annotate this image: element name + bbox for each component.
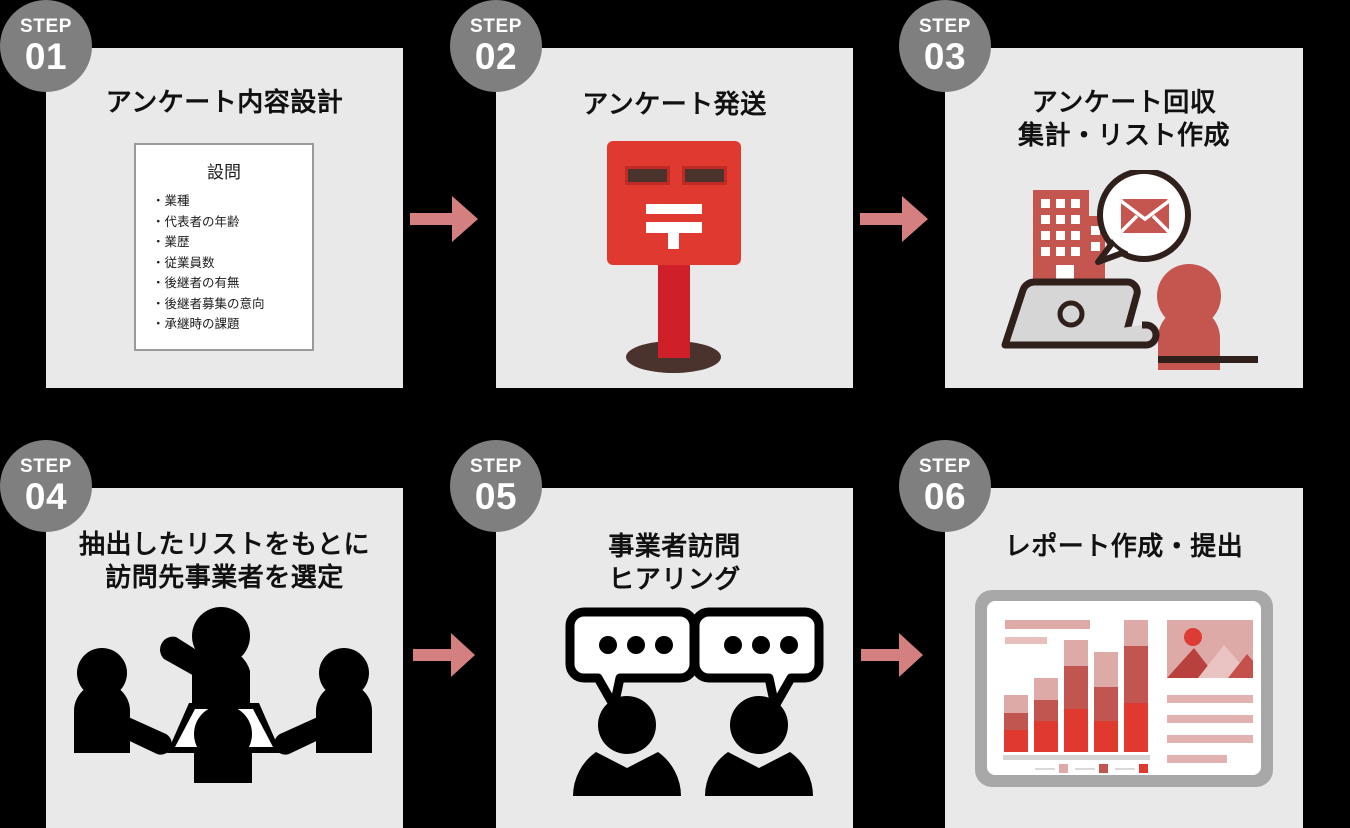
- step-badge-number: 06: [923, 476, 967, 517]
- survey-item: ・代表者の年齢: [152, 214, 240, 229]
- survey-sheet-icon: 設問 ・業種 ・代表者の年齢 ・業歴 ・従業員数 ・後継者の有無 ・後継者募集の…: [134, 143, 314, 351]
- arrow-step5-to-step6: [861, 628, 925, 687]
- step-title-3: アンケート回収 集計・リスト作成: [1017, 87, 1230, 151]
- person-icon: [1157, 264, 1221, 370]
- arrow-right-icon: [410, 196, 478, 242]
- step-card-2: アンケート発送: [496, 48, 853, 388]
- postbox-mark-top: [646, 204, 702, 214]
- bar-5-middle: [1124, 646, 1148, 703]
- bar-3-bottom: [1064, 709, 1088, 752]
- person-left-icon: [573, 696, 681, 796]
- report-text-line: [1167, 755, 1227, 763]
- japanese-postbox-icon: [496, 136, 853, 406]
- survey-item: ・後継者の有無: [152, 276, 240, 290]
- step-badge-word: STEP: [918, 16, 972, 37]
- bar-3-middle: [1064, 666, 1088, 709]
- bar-1-top: [1004, 695, 1028, 713]
- laptop-icon: [1001, 278, 1160, 349]
- bar-1-middle: [1004, 713, 1028, 730]
- bar-4-top: [1094, 652, 1118, 687]
- report-presentation-icon: [945, 588, 1303, 803]
- step-badge-word: STEP: [469, 16, 523, 37]
- step-card-5: 事業者訪問 ヒアリング: [496, 488, 853, 828]
- step-title-2: アンケート発送: [582, 89, 767, 119]
- step-badge-word: STEP: [19, 16, 73, 37]
- meeting-illustration: [74, 607, 372, 783]
- report-bar-chart: [1004, 620, 1148, 752]
- report-text-line: [1167, 695, 1253, 703]
- arrow-right-icon: [860, 196, 928, 242]
- survey-item: ・承継時の課題: [152, 317, 240, 331]
- step-badge-number: 03: [923, 36, 967, 77]
- arrow-step2-to-step3: [860, 190, 930, 253]
- survey-item: ・後継者募集の意向: [152, 296, 265, 311]
- step-badge-4: STEP 04: [0, 440, 92, 532]
- two-people-talking-icon: [496, 606, 853, 801]
- bar-1-bottom: [1004, 730, 1028, 752]
- step-badge-number: 04: [24, 476, 68, 517]
- arrow-right-icon: [413, 633, 475, 677]
- step-badge-2: STEP 02: [450, 0, 542, 92]
- bar-5-bottom: [1124, 703, 1148, 752]
- report-illustration: [975, 590, 1273, 787]
- bar-2-bottom: [1034, 721, 1058, 752]
- survey-item: ・業種: [152, 194, 190, 208]
- hearing-illustration: [565, 607, 824, 796]
- report-chart-axis: [1003, 755, 1150, 760]
- report-heading-line: [1005, 620, 1090, 629]
- step-title-4: 抽出したリストをもとに 訪問先事業者を選定: [79, 529, 370, 593]
- step-badge-word: STEP: [469, 456, 523, 477]
- step-card-1: アンケート内容設計 設問 ・業種 ・代表者の年齢 ・業歴 ・従業員数 ・後継者の…: [46, 48, 403, 388]
- step-card-3: アンケート回収 集計・リスト作成: [945, 48, 1303, 388]
- step-title-6: レポート作成・提出: [1004, 531, 1244, 561]
- speech-bubble-right-icon: [690, 607, 824, 711]
- meeting-people-icon: [46, 603, 403, 788]
- step-badge-number: 01: [24, 36, 68, 77]
- bar-5-top: [1124, 620, 1148, 646]
- step-card-6: レポート作成・提出: [945, 488, 1303, 828]
- desk-line: [1158, 356, 1258, 363]
- survey-item-list: ・業種 ・代表者の年齢 ・業歴 ・従業員数 ・後継者の有無 ・後継者募集の意向 …: [136, 195, 312, 331]
- step-badge-5: STEP 05: [450, 440, 542, 532]
- step-badge-6: STEP 06: [899, 440, 991, 532]
- step-badge-3: STEP 03: [899, 0, 991, 92]
- report-subheading-line: [1005, 637, 1047, 644]
- report-text-line: [1167, 715, 1253, 723]
- survey-sheet-heading: 設問: [207, 163, 241, 182]
- step-badge-number: 02: [474, 36, 518, 77]
- postbox-pole: [658, 258, 690, 358]
- arrow-right-icon: [861, 633, 923, 677]
- postbox-slot-left: [625, 166, 670, 185]
- survey-item: ・従業員数: [152, 255, 215, 270]
- bar-2-top: [1034, 678, 1058, 700]
- person-right-icon: [705, 696, 813, 796]
- postbox-slot-right: [682, 166, 727, 185]
- bar-3-top: [1064, 640, 1088, 666]
- step-badge-word: STEP: [19, 456, 73, 477]
- mail-speech-bubble-icon: [1095, 168, 1191, 265]
- step-title-5: 事業者訪問 ヒアリング: [608, 531, 741, 595]
- step-badge-1: STEP 01: [0, 0, 92, 92]
- step-card-4: 抽出したリストをもとに 訪問先事業者を選定: [46, 488, 403, 828]
- survey-item: ・業歴: [152, 235, 190, 249]
- speech-bubble-left-icon: [565, 607, 699, 711]
- bar-4-middle: [1094, 687, 1118, 721]
- arrow-step1-to-step2: [410, 190, 480, 253]
- postbox-mark-stem: [668, 222, 679, 249]
- step-title-1: アンケート内容設計: [105, 87, 344, 117]
- report-text-line: [1167, 735, 1253, 743]
- report-chart-legend: [1035, 764, 1148, 773]
- data-collection-illustration: [1001, 168, 1258, 370]
- bar-4-bottom: [1094, 721, 1118, 752]
- step-badge-number: 05: [474, 476, 518, 517]
- data-collection-icon: [945, 168, 1303, 375]
- arrow-step4-to-step5: [413, 628, 477, 687]
- bar-2-middle: [1034, 700, 1058, 721]
- office-building-icon: [1033, 190, 1105, 290]
- report-image-placeholder: [1167, 620, 1253, 678]
- step-badge-word: STEP: [918, 456, 972, 477]
